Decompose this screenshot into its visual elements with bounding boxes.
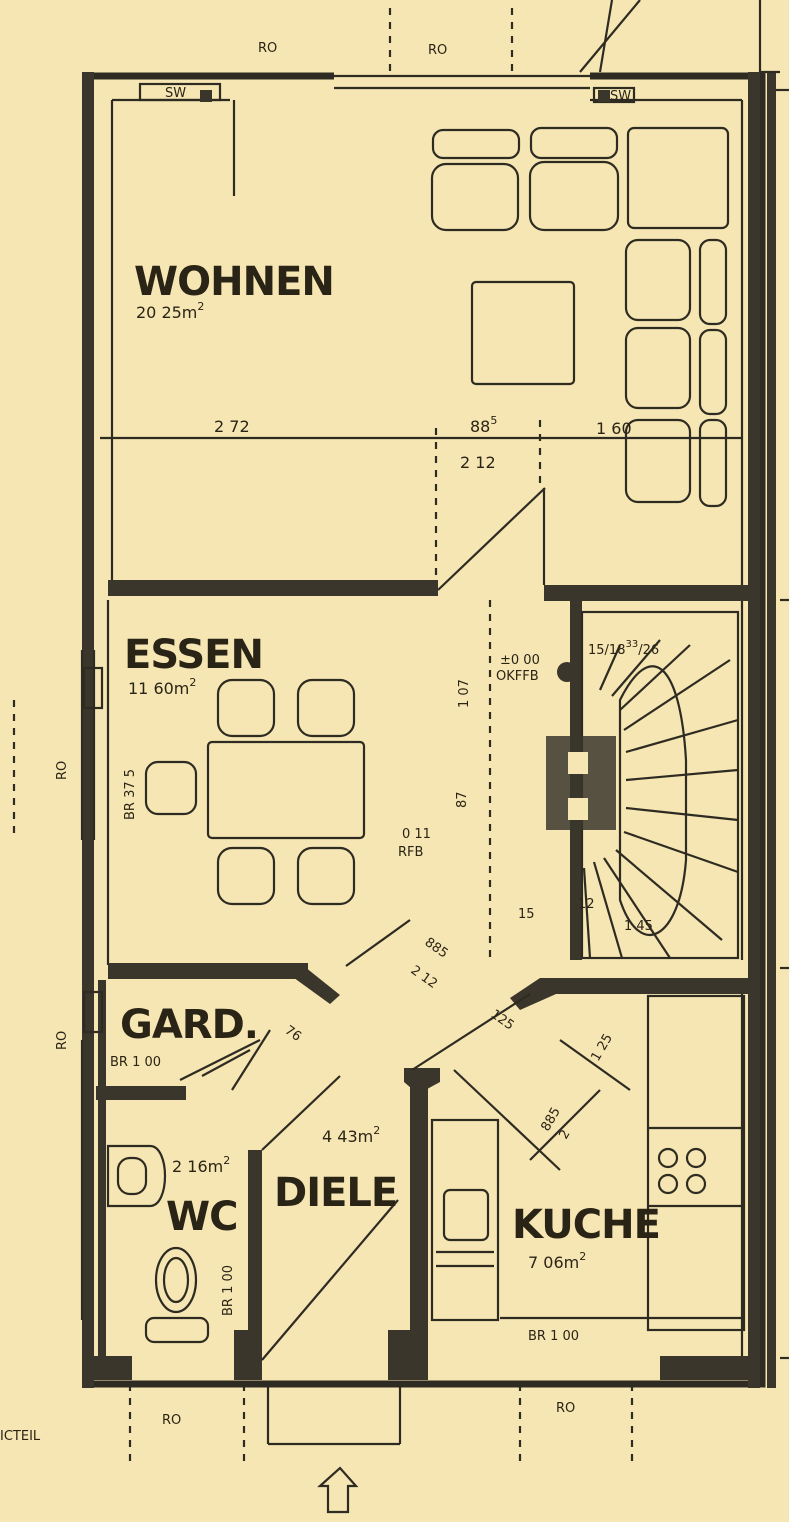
level-okffb: OKFFB (496, 669, 539, 684)
diag-76: 76 (282, 1023, 304, 1045)
room-essen-name: ESSEN (124, 632, 263, 678)
level-okffb-value: ±0 00 (500, 653, 540, 668)
stair-spec: 15/1833/26 (588, 639, 659, 658)
dim-87: 87 (455, 791, 470, 808)
room-kuche-area: 7 06m2 (528, 1250, 586, 1272)
room-wohnen-area: 20 25m2 (136, 300, 204, 322)
room-gard-br: BR 1 00 (110, 1055, 161, 1070)
room-wc-name: WC (166, 1194, 237, 1240)
room-gard-name: GARD. (120, 1002, 258, 1048)
diag-885: 885 (422, 935, 451, 962)
ro-label-left-lower: RO (55, 1031, 70, 1050)
diag-1-25: 1 25 (588, 1031, 615, 1064)
entrance (128, 1384, 634, 1514)
ro-label-left-upper: RO (55, 761, 70, 780)
room-diele-area: 4 43m2 (322, 1124, 380, 1146)
side-label: ICTEIL (0, 1429, 41, 1444)
labels: RO RO WOHNEN 20 25m2 2 72 885 2 12 1 60 … (0, 41, 661, 1444)
living-furniture (430, 126, 730, 508)
sw-markers: SW SW (138, 82, 636, 104)
level-rfb: RFB (398, 845, 423, 860)
ro-label-top-left: RO (258, 41, 277, 56)
sw-label-left: SW (165, 86, 186, 101)
dim-2-12: 2 12 (460, 453, 496, 472)
sw-label-right: SW (610, 89, 631, 104)
dim-1-07: 1 07 (457, 679, 472, 708)
wall-wohnen-essen (108, 100, 748, 601)
interior-partitions (92, 980, 750, 1380)
room-wc-br: BR 1 00 (221, 1265, 236, 1316)
level-rfb-value: 0 11 (402, 827, 431, 842)
dim-1-60: 1 60 (596, 419, 632, 438)
br-37-5: BR 37 5 (123, 769, 138, 820)
diag-2-12: 2 12 (408, 963, 440, 992)
dim-2-72: 2 72 (214, 417, 250, 436)
room-diele-name: DIELE (274, 1170, 397, 1216)
dim-1-45: 1 45 (624, 919, 653, 934)
diag-125: 125 (488, 1007, 517, 1034)
wall-essen-lower (108, 600, 748, 1010)
dim-12: 12 (578, 897, 595, 912)
ro-label-bottom-right: RO (556, 1401, 575, 1416)
staircase (488, 600, 740, 960)
room-kuche-br: BR 1 00 (528, 1329, 579, 1344)
diag-kueche-2: 2 (556, 1127, 573, 1142)
ro-label-top-center: RO (428, 43, 447, 58)
inner-wall-lines (106, 98, 744, 1360)
kitchen-fixtures (430, 994, 746, 1332)
room-wohnen-name: WOHNEN (134, 259, 334, 305)
room-essen-area: 11 60m2 (128, 676, 196, 698)
dim-15: 15 (518, 907, 535, 922)
wc-fixtures (106, 1144, 210, 1344)
room-kuche-name: KUCHE (512, 1202, 660, 1248)
diagonal-lines (179, 919, 631, 1361)
dining-furniture (144, 678, 366, 906)
ro-label-bottom-left: RO (162, 1413, 181, 1428)
top-window (334, 0, 780, 90)
dim-88-5: 885 (470, 414, 497, 436)
room-wc-area: 2 16m2 (172, 1154, 230, 1176)
left-windows (12, 650, 104, 1320)
